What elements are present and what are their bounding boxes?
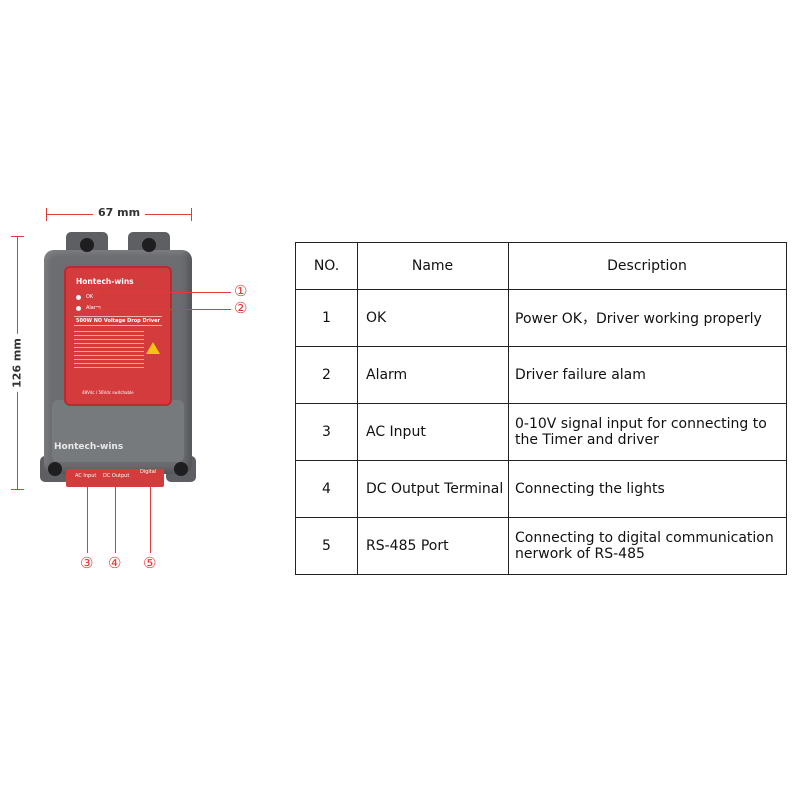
callout-5: ⑤ xyxy=(143,554,157,572)
cell-name: DC Output Terminal xyxy=(357,460,509,518)
cell-name: OK xyxy=(357,289,509,347)
table-row: 4 DC Output Terminal Connecting the ligh… xyxy=(295,460,787,518)
table-row: 5 RS-485 Port Connecting to digital comm… xyxy=(295,517,787,575)
mounting-hole xyxy=(80,238,94,252)
table-row: 3 AC Input 0-10V signal input for connec… xyxy=(295,403,787,461)
port-label-dc-output: DC Output xyxy=(103,473,130,479)
cell-name: Alarm xyxy=(357,346,509,404)
alarm-led-label: Alarm xyxy=(86,305,101,311)
cell-description: Connecting the lights xyxy=(508,460,787,518)
panel-footer: 48Vdc / 56Vdc switchable xyxy=(82,390,134,395)
cell-no: 1 xyxy=(295,289,358,347)
callout-line-5 xyxy=(150,487,151,553)
callout-line-4 xyxy=(115,487,116,553)
width-dimension: 67 mm xyxy=(46,206,192,224)
device-lower-cover xyxy=(52,400,184,462)
cell-description: Driver failure alam xyxy=(508,346,787,404)
callout-line-3 xyxy=(87,487,88,553)
port-label-ac-input: AC Input xyxy=(75,473,97,479)
warning-triangle-icon xyxy=(146,342,160,354)
port-label-digital: Digital xyxy=(140,469,157,475)
height-dimension: 126 mm xyxy=(8,236,26,490)
device-label-panel: Hontech-wins OK Alarm 500W NO Voltage Dr… xyxy=(66,268,170,404)
callout-3: ③ xyxy=(80,554,94,572)
callout-line-2 xyxy=(97,309,231,310)
driver-device-image: Hontech-wins OK Alarm 500W NO Voltage Dr… xyxy=(36,232,200,482)
cell-description: 0-10V signal input for connecting to the… xyxy=(508,403,787,461)
mounting-hole xyxy=(174,462,188,476)
cell-no: 2 xyxy=(295,346,358,404)
table-row: 1 OK Power OK，Driver working properly xyxy=(295,289,787,347)
header-name: Name xyxy=(357,242,509,290)
panel-brand: Hontech-wins xyxy=(76,277,134,286)
panel-model-title: 500W NO Voltage Drop Driver xyxy=(74,316,162,326)
table-header-row: NO. Name Description xyxy=(295,242,787,290)
callout-4: ④ xyxy=(108,554,122,572)
alarm-led-icon xyxy=(76,306,81,311)
cell-no: 3 xyxy=(295,403,358,461)
callout-1: ① xyxy=(234,282,248,300)
panel-spec-lines xyxy=(74,328,144,371)
cell-description: Connecting to digital communication nerw… xyxy=(508,517,787,575)
port-label-strip: AC Input DC Output Digital xyxy=(66,469,164,487)
ok-led-icon xyxy=(76,295,81,300)
header-description: Description xyxy=(508,242,787,290)
height-dimension-label: 126 mm xyxy=(10,334,24,392)
port-description-table: NO. Name Description 1 OK Power OK，Drive… xyxy=(295,242,787,575)
ok-led-label: OK xyxy=(86,294,94,300)
device-brand-text: Hontech-wins xyxy=(54,442,124,452)
cell-no: 4 xyxy=(295,460,358,518)
cell-description: Power OK，Driver working properly xyxy=(508,289,787,347)
header-no: NO. xyxy=(295,242,358,290)
cell-name: RS-485 Port xyxy=(357,517,509,575)
cell-name: AC Input xyxy=(357,403,509,461)
mounting-hole xyxy=(48,462,62,476)
mounting-hole xyxy=(142,238,156,252)
cell-no: 5 xyxy=(295,517,358,575)
width-dimension-label: 67 mm xyxy=(92,206,146,219)
table-row: 2 Alarm Driver failure alam xyxy=(295,346,787,404)
callout-2: ② xyxy=(234,299,248,317)
callout-line-1 xyxy=(97,292,231,293)
